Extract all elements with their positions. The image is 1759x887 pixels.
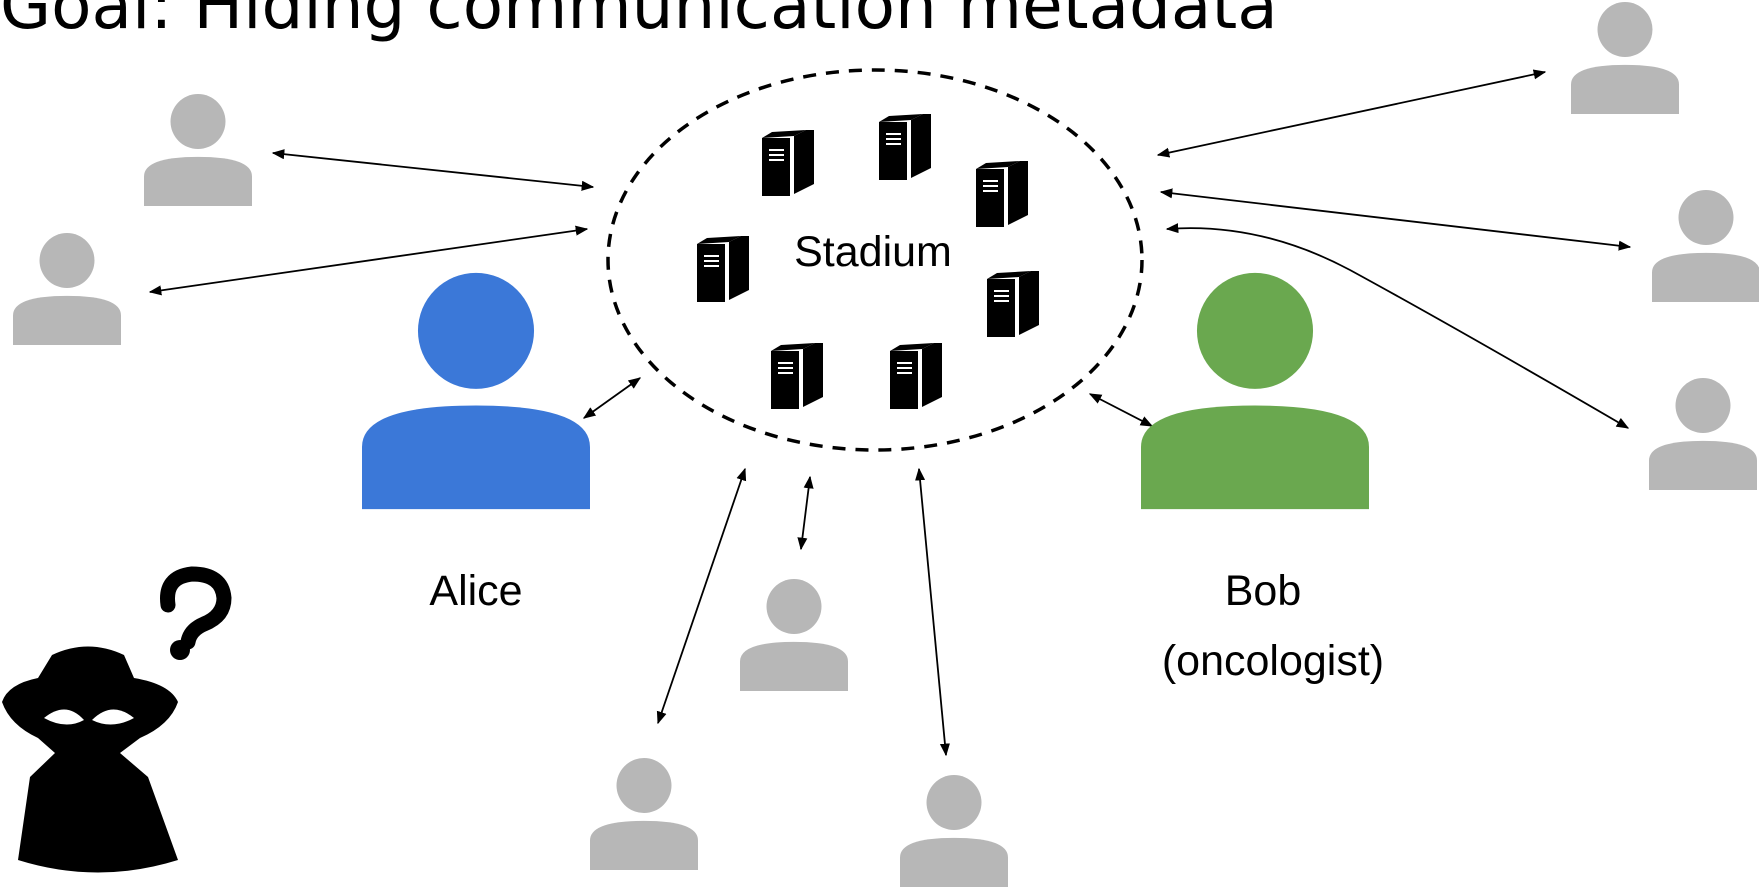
server-icon xyxy=(975,161,1028,227)
server-icon xyxy=(878,114,931,180)
curved-arrow xyxy=(1165,223,1630,429)
arrow xyxy=(582,377,642,419)
user-icon xyxy=(1649,378,1757,490)
bob-icon xyxy=(1141,272,1369,510)
arrow xyxy=(915,467,950,757)
connection-arrows xyxy=(148,69,1632,757)
stadium-label: Stadium xyxy=(794,228,952,276)
user-icon xyxy=(144,94,252,206)
arrow xyxy=(148,225,589,296)
spy-icon xyxy=(2,566,232,873)
user-icon xyxy=(590,758,698,870)
slide-title: Goal: Hiding communication metadata xyxy=(0,0,1278,44)
server-icon xyxy=(696,236,749,302)
server-icon xyxy=(770,343,823,409)
server-icon xyxy=(986,271,1039,337)
user-icon xyxy=(1652,190,1759,302)
arrow xyxy=(797,475,814,551)
arrow xyxy=(656,467,747,725)
question-mark-dot xyxy=(170,640,190,660)
arrow xyxy=(1088,393,1154,427)
bob-label: Bob xyxy=(1225,567,1302,615)
user-icon xyxy=(13,233,121,345)
user-icon xyxy=(740,579,848,691)
arrow xyxy=(271,149,595,191)
arrow xyxy=(1159,188,1632,251)
alice-user-icon xyxy=(362,272,590,510)
alice-icon xyxy=(362,272,590,510)
bob-role-label: (oncologist) xyxy=(1162,637,1384,685)
stadium-boundary xyxy=(606,68,1144,452)
arrow xyxy=(1156,69,1547,158)
server-icon xyxy=(889,343,942,409)
bob-user-icon xyxy=(1141,272,1369,510)
alice-label: Alice xyxy=(429,567,522,615)
user-icon xyxy=(900,775,1008,887)
server-icon xyxy=(761,130,814,196)
user-icon xyxy=(1571,2,1679,114)
